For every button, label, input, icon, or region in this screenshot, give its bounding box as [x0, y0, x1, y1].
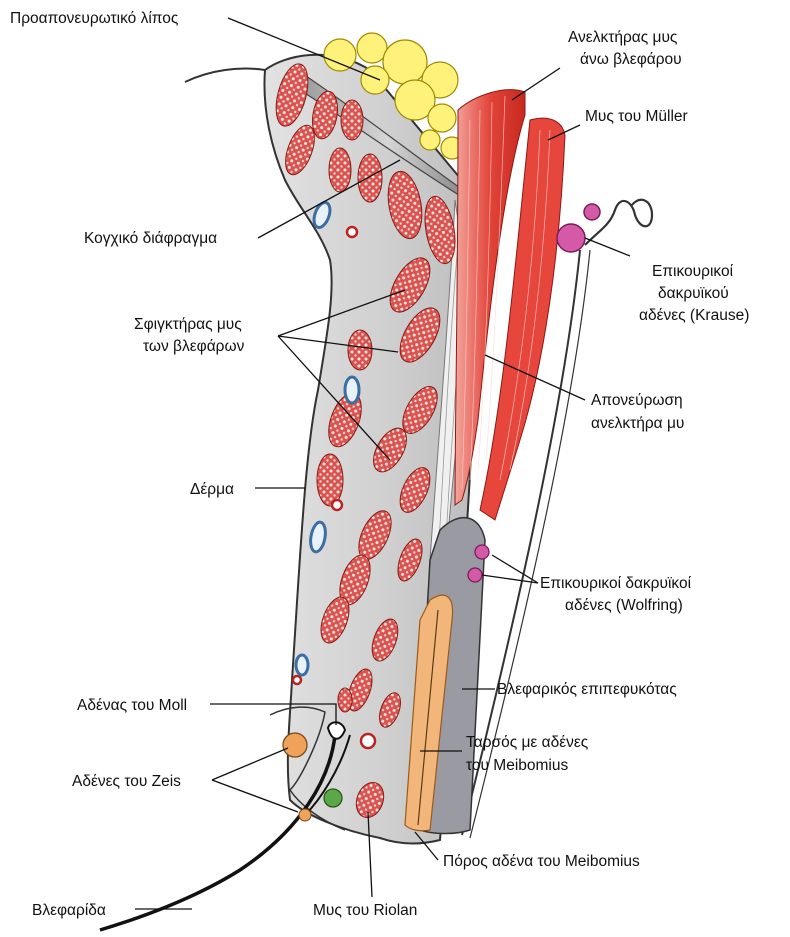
wolfring-gland-1	[475, 545, 489, 559]
wolfring-gland-2	[468, 568, 482, 582]
label-krause-line3: αδένες (Krause)	[639, 307, 749, 324]
label-tarsus-line2: του Meibomius	[466, 757, 568, 774]
label-riolan-muscle: Μυς του Riolan	[313, 902, 417, 919]
label-krause-line1: Επικουρικοί	[652, 263, 734, 280]
label-skin: Δέρμα	[190, 481, 234, 498]
zeis-gland-green	[324, 789, 342, 807]
label-moll-gland: Αδένας του Moll	[77, 697, 187, 714]
label-meibomian-duct: Πόρος αδένα του Meibomius	[443, 853, 640, 870]
label-aponeurosis-line1: Απονεύρωση	[591, 392, 683, 409]
label-muller-muscle: Μυς του Müller	[585, 108, 688, 125]
label-zeis-glands: Αδένες του Zeis	[72, 773, 181, 790]
label-preaponeurotic-fat: Προαπονευρωτικό λίπος	[10, 10, 178, 27]
zeis-gland-orange	[283, 733, 307, 757]
label-krause-line2: δακρυϊκού	[658, 285, 729, 302]
label-wolfring-line2: αδένες (Wolfring)	[565, 597, 683, 614]
label-tarsus-line1: Ταρσός με αδένες	[466, 734, 588, 751]
zeis-gland-small	[299, 809, 311, 821]
skin-fold	[185, 69, 265, 83]
label-conjunctiva: Βλεφαρικός επιπεφυκότας	[497, 681, 677, 698]
label-aponeurosis-line2: ανελκτήρα μυ	[591, 415, 684, 432]
label-orbicularis-line2: των βλεφάρων	[143, 338, 245, 355]
label-levator-muscle-line1: Ανελκτήρας μυς	[568, 29, 677, 46]
label-orbital-septum: Κογχικό διάφραγμα	[84, 230, 217, 247]
label-orbicularis-line1: Σφιγκτήρας μυς	[134, 316, 242, 333]
label-eyelash: Βλεφαρίδα	[32, 902, 106, 919]
label-wolfring-line1: Επικουρικοί δακρυϊκοί	[540, 575, 692, 592]
krause-gland-small	[584, 204, 600, 220]
krause-gland-large	[557, 224, 585, 252]
eyelid-illustration	[100, 33, 652, 930]
label-levator-muscle-line2: άνω βλεφάρου	[580, 51, 682, 68]
